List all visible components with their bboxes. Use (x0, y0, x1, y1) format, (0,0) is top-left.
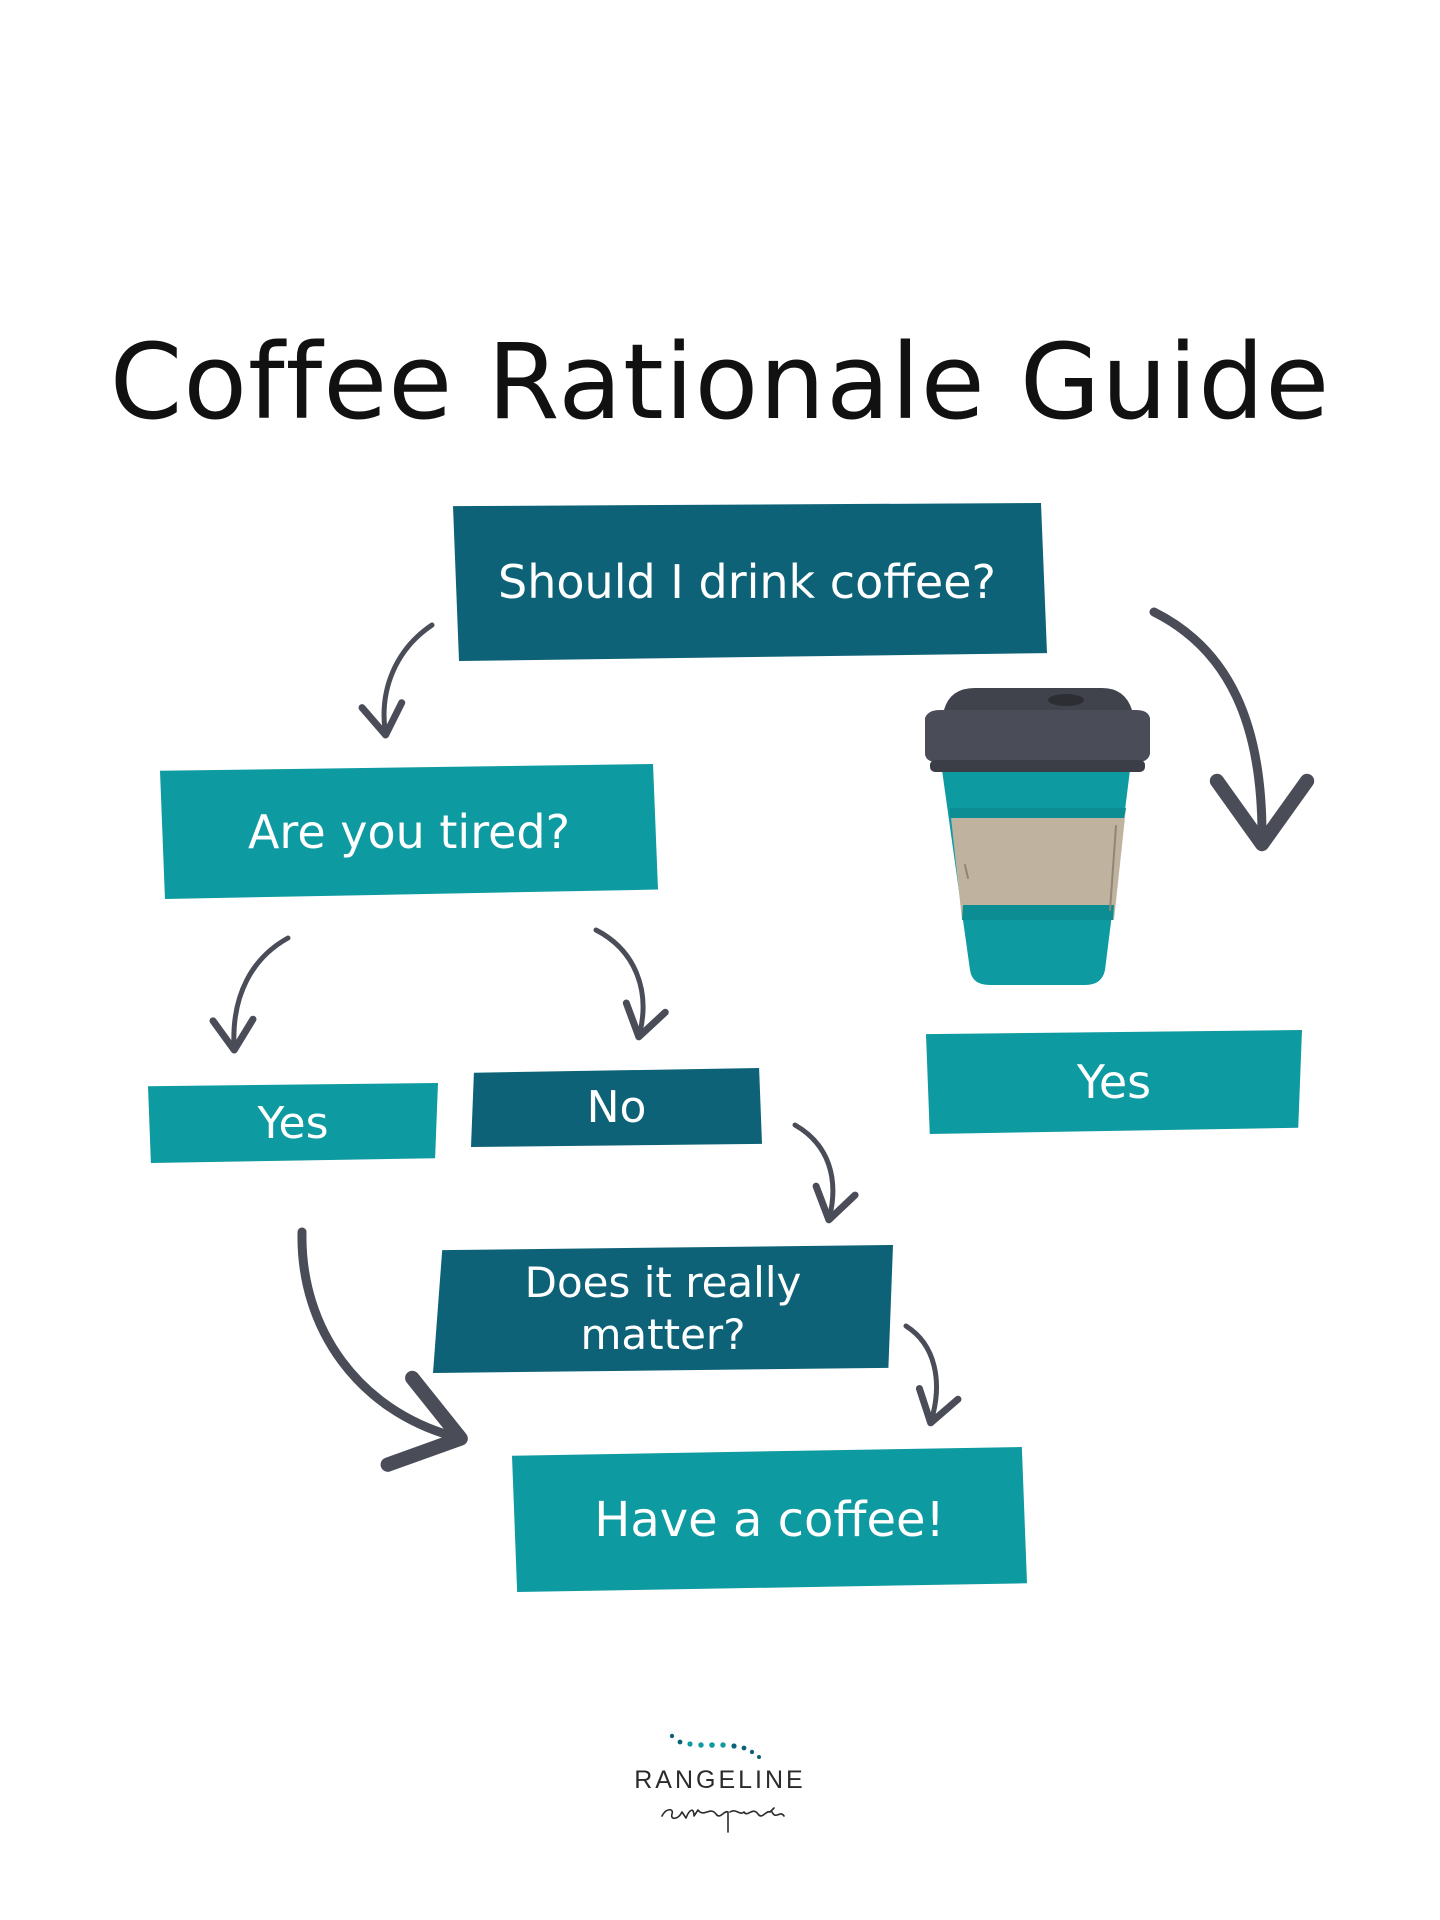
node-label: No (586, 1082, 647, 1133)
logo-tagline-script (661, 1807, 785, 1833)
arrow-tired-to-yes-icon (209, 935, 291, 1054)
arrow-matter-to-have-icon (903, 1323, 962, 1427)
node-does-it-really-matter: Does it really matter? (433, 1245, 893, 1373)
node-label: Should I drink coffee? (498, 555, 996, 609)
node-label: Yes (1076, 1055, 1152, 1109)
arrow-no-to-matter-icon (792, 1122, 859, 1224)
logo-dots-icon (669, 1733, 761, 1759)
node-are-you-tired: Are you tired? (160, 764, 658, 899)
node-yes-right: Yes (926, 1030, 1302, 1134)
logo-name: RANGELINE (634, 1766, 806, 1794)
node-label: Are you tired? (247, 804, 571, 859)
node-label: Have a coffee! (594, 1491, 945, 1548)
arrow-q1-to-yes-right-icon (1149, 607, 1315, 852)
node-label: Does it really matter? (524, 1257, 802, 1360)
coffee-cup-icon (925, 688, 1150, 985)
node-should-drink-coffee: Should I drink coffee? (453, 503, 1047, 661)
node-no: No (471, 1068, 762, 1147)
node-yes-left: Yes (148, 1083, 438, 1163)
arrow-tired-to-no-icon (593, 927, 669, 1041)
arrow-q1-to-tired-icon (358, 622, 435, 739)
brand-logo: RANGELINE (620, 1728, 820, 1838)
arrow-yes-to-have-icon (297, 1227, 468, 1472)
node-have-a-coffee: Have a coffee! (512, 1447, 1027, 1592)
node-label: Yes (257, 1097, 329, 1149)
page-title: Coffee Rationale Guide (109, 321, 1331, 443)
